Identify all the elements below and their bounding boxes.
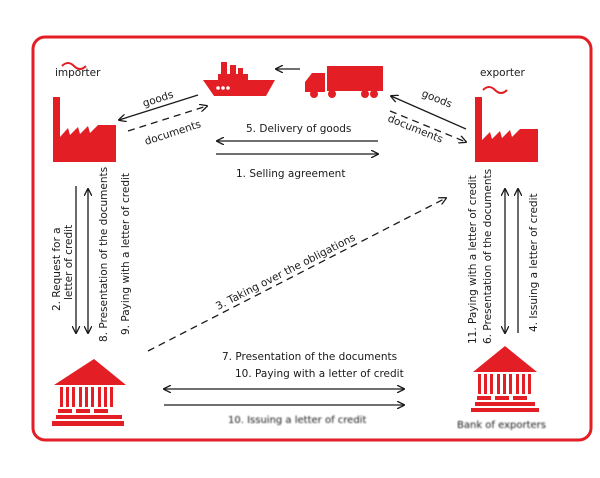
goods-arrow-right [391,96,467,130]
paying-9-label: 9. Paying with a letter of credit [120,173,132,335]
presentation-8-label: 8. Presentation of the documents [98,167,110,342]
documents-arrow-right [389,110,466,142]
goods-arrow-left [119,94,199,120]
taking-over-label: 3. Taking over the obligations [214,232,358,313]
paying-10-label: 10. Paying with a letter of credit [235,368,404,380]
issuing-bottom-label: 10. Issuing a letter of credit [228,415,366,426]
exporter-bank-icon [471,346,539,412]
paying-11-label: 11. Paying with a letter of credit [467,175,479,344]
importer-label: importer [55,67,101,79]
importer-factory-icon [53,62,116,162]
ship-icon [203,62,275,96]
exporter-bank-label: Bank of exporters [457,420,546,431]
selling-label: 1. Selling agreement [236,168,345,180]
exporter-factory-icon [475,86,538,162]
goods-label-right: goods [420,88,454,111]
importer-bank-icon [52,359,126,426]
presentation-7-label: 7. Presentation of the documents [222,351,397,363]
presentation-6-label: 6. Presentation of the documents [482,169,494,344]
exporter-label: exporter [480,67,525,79]
diagram-frame [31,35,593,442]
truck-icon [305,66,383,98]
documents-arrow-left [127,106,207,132]
delivery-label: 5. Delivery of goods [246,123,351,135]
request-label-line2: letter of credit [63,225,75,300]
request-label-line1: 2. Request for a [51,227,63,311]
goods-label-left: goods [141,89,175,110]
issuing-4-label: 4. Issuing a letter of credit [528,193,540,332]
taking-over-arrow [147,198,446,352]
